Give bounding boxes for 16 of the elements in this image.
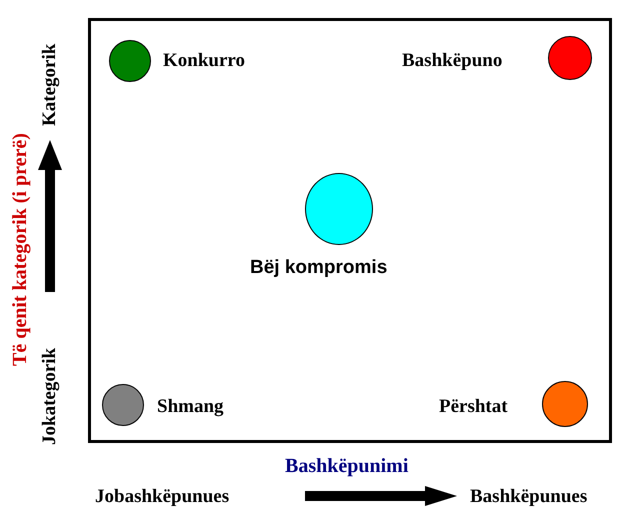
quadrant-frame bbox=[88, 18, 612, 443]
strategy-label: Bëj kompromis bbox=[250, 258, 388, 277]
circle-marker bbox=[102, 384, 144, 426]
axis-label: Jobashkëpunues bbox=[95, 487, 230, 506]
strategy-label: Konkurro bbox=[163, 51, 246, 70]
axis-label: Jokategorik bbox=[40, 348, 59, 445]
axis-label: Kategorik bbox=[40, 44, 59, 126]
circle-marker bbox=[109, 40, 151, 82]
strategy-label: Përshtat bbox=[439, 397, 508, 416]
strategy-label: Shmang bbox=[157, 397, 224, 416]
strategy-label: Bashkëpuno bbox=[402, 51, 502, 70]
axis-label: Të qenit kategorik (i prerë) bbox=[10, 133, 30, 366]
axis-label: Bashkëpunimi bbox=[285, 456, 408, 476]
circle-marker bbox=[548, 36, 592, 80]
circle-marker bbox=[542, 381, 588, 427]
axis-label: Bashkëpunues bbox=[470, 487, 588, 506]
